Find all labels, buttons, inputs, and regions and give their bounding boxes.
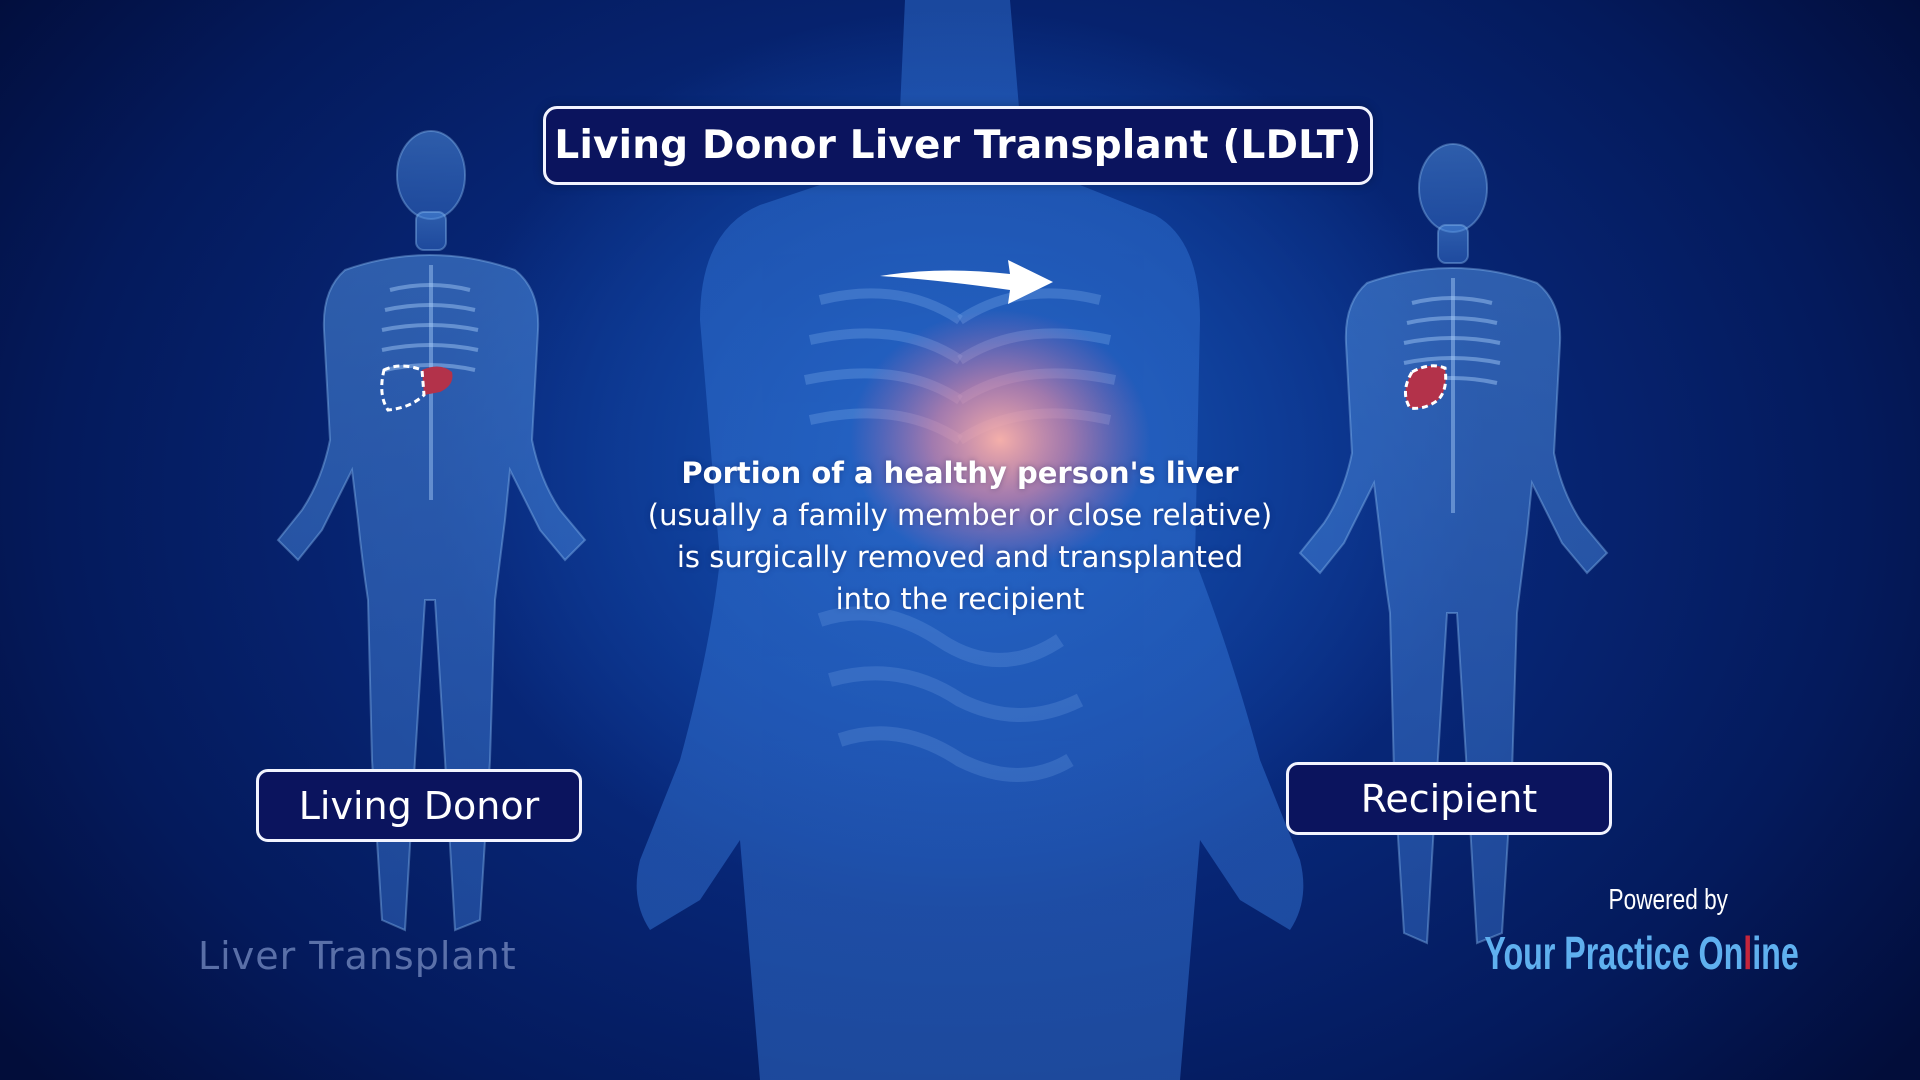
donor-figure: [276, 130, 587, 932]
description-line-1: (usually a family member or close relati…: [647, 498, 1273, 532]
brand-text-part1: Your Practice On: [1484, 927, 1744, 979]
description-line-3: into the recipient: [835, 582, 1085, 616]
living-donor-label-text: Living Donor: [298, 783, 540, 828]
description-block: Portion of a healthy person's liver (usu…: [560, 452, 1360, 620]
recipient-label-text: Recipient: [1360, 776, 1538, 821]
recipient-label: Recipient: [1286, 762, 1612, 835]
donor-liver-outline: [380, 364, 426, 412]
brand-text-part2: ine: [1752, 927, 1799, 979]
page-title: Living Donor Liver Transplant (LDLT): [543, 106, 1373, 185]
liver-transplant-watermark: Liver Transplant: [198, 934, 517, 978]
living-donor-label: Living Donor: [256, 769, 582, 842]
description-line-2: is surgically removed and transplanted: [676, 540, 1244, 574]
curved-arrow-icon: [880, 260, 1053, 304]
brand-logo: Your Practice Online: [1484, 926, 1798, 980]
powered-by-text: Powered by: [1608, 884, 1728, 916]
recipient-figure: [1298, 143, 1609, 945]
recipient-liver: [1404, 364, 1448, 410]
description-heading: Portion of a healthy person's liver: [681, 456, 1239, 490]
syringe-icon: l: [1743, 927, 1753, 979]
donor-liver-portion: [422, 366, 453, 395]
liver-glow: [850, 310, 1150, 570]
page-title-text: Living Donor Liver Transplant (LDLT): [554, 123, 1362, 168]
